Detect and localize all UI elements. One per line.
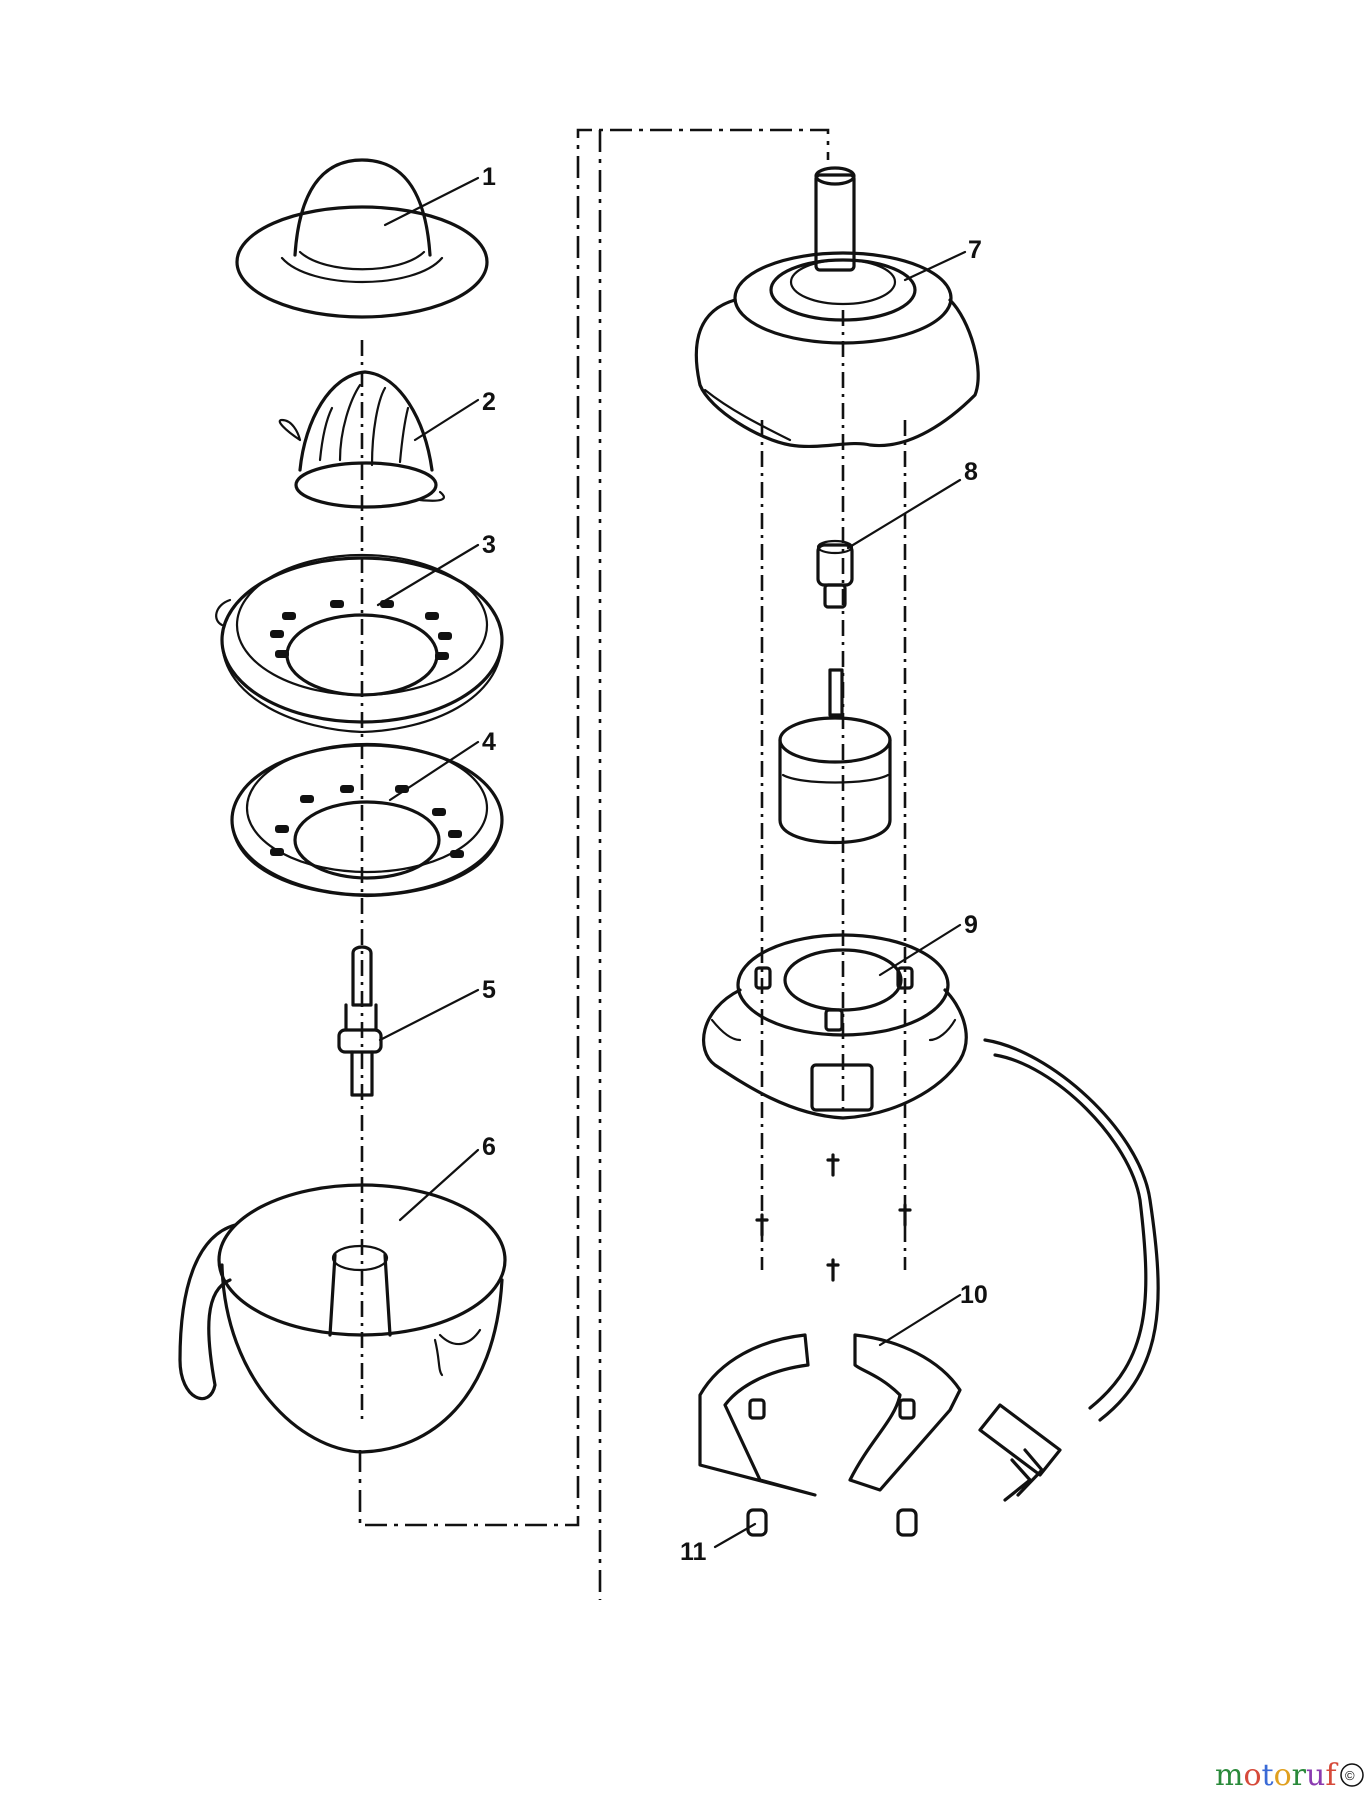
part-7-motor-cover [694,166,980,449]
part-number-3: 3 [482,531,496,559]
part-number-6: 6 [482,1133,496,1161]
part-3-juice-sieve [215,553,504,734]
part-number-2: 2 [482,388,496,416]
part-6-juice-jug [178,1183,507,1454]
svg-text:©: © [1345,1768,1355,1783]
part-number-11: 11 [680,1538,707,1566]
part-number-4: 4 [482,728,496,756]
part-11-rubber-feet [746,1508,918,1537]
part-number-8: 8 [964,458,978,486]
part-5-drive-shaft [337,945,383,1097]
part-2-reamer-cone [278,370,446,509]
part-number-7: 7 [968,236,982,264]
part-1-dome-lid [235,158,489,319]
part-9-base [701,933,968,1120]
part-8-coupling [816,539,854,609]
watermark-text: motoruf [1215,1758,1338,1793]
leader-lines [376,176,967,1549]
base-screws [755,1153,912,1282]
assembly-frame-line [358,128,830,1527]
power-cord [978,1038,1160,1502]
part-number-5: 5 [482,976,496,1004]
part-number-9: 9 [964,911,978,939]
part-number-1: 1 [482,163,496,191]
part-number-10: 10 [960,1281,988,1309]
part-4-strainer-ring [230,742,504,898]
part-10-foot-brackets [698,1333,962,1497]
motoruf-watermark-logo: motoruf © [1215,1758,1364,1793]
motor-unit [778,668,892,845]
